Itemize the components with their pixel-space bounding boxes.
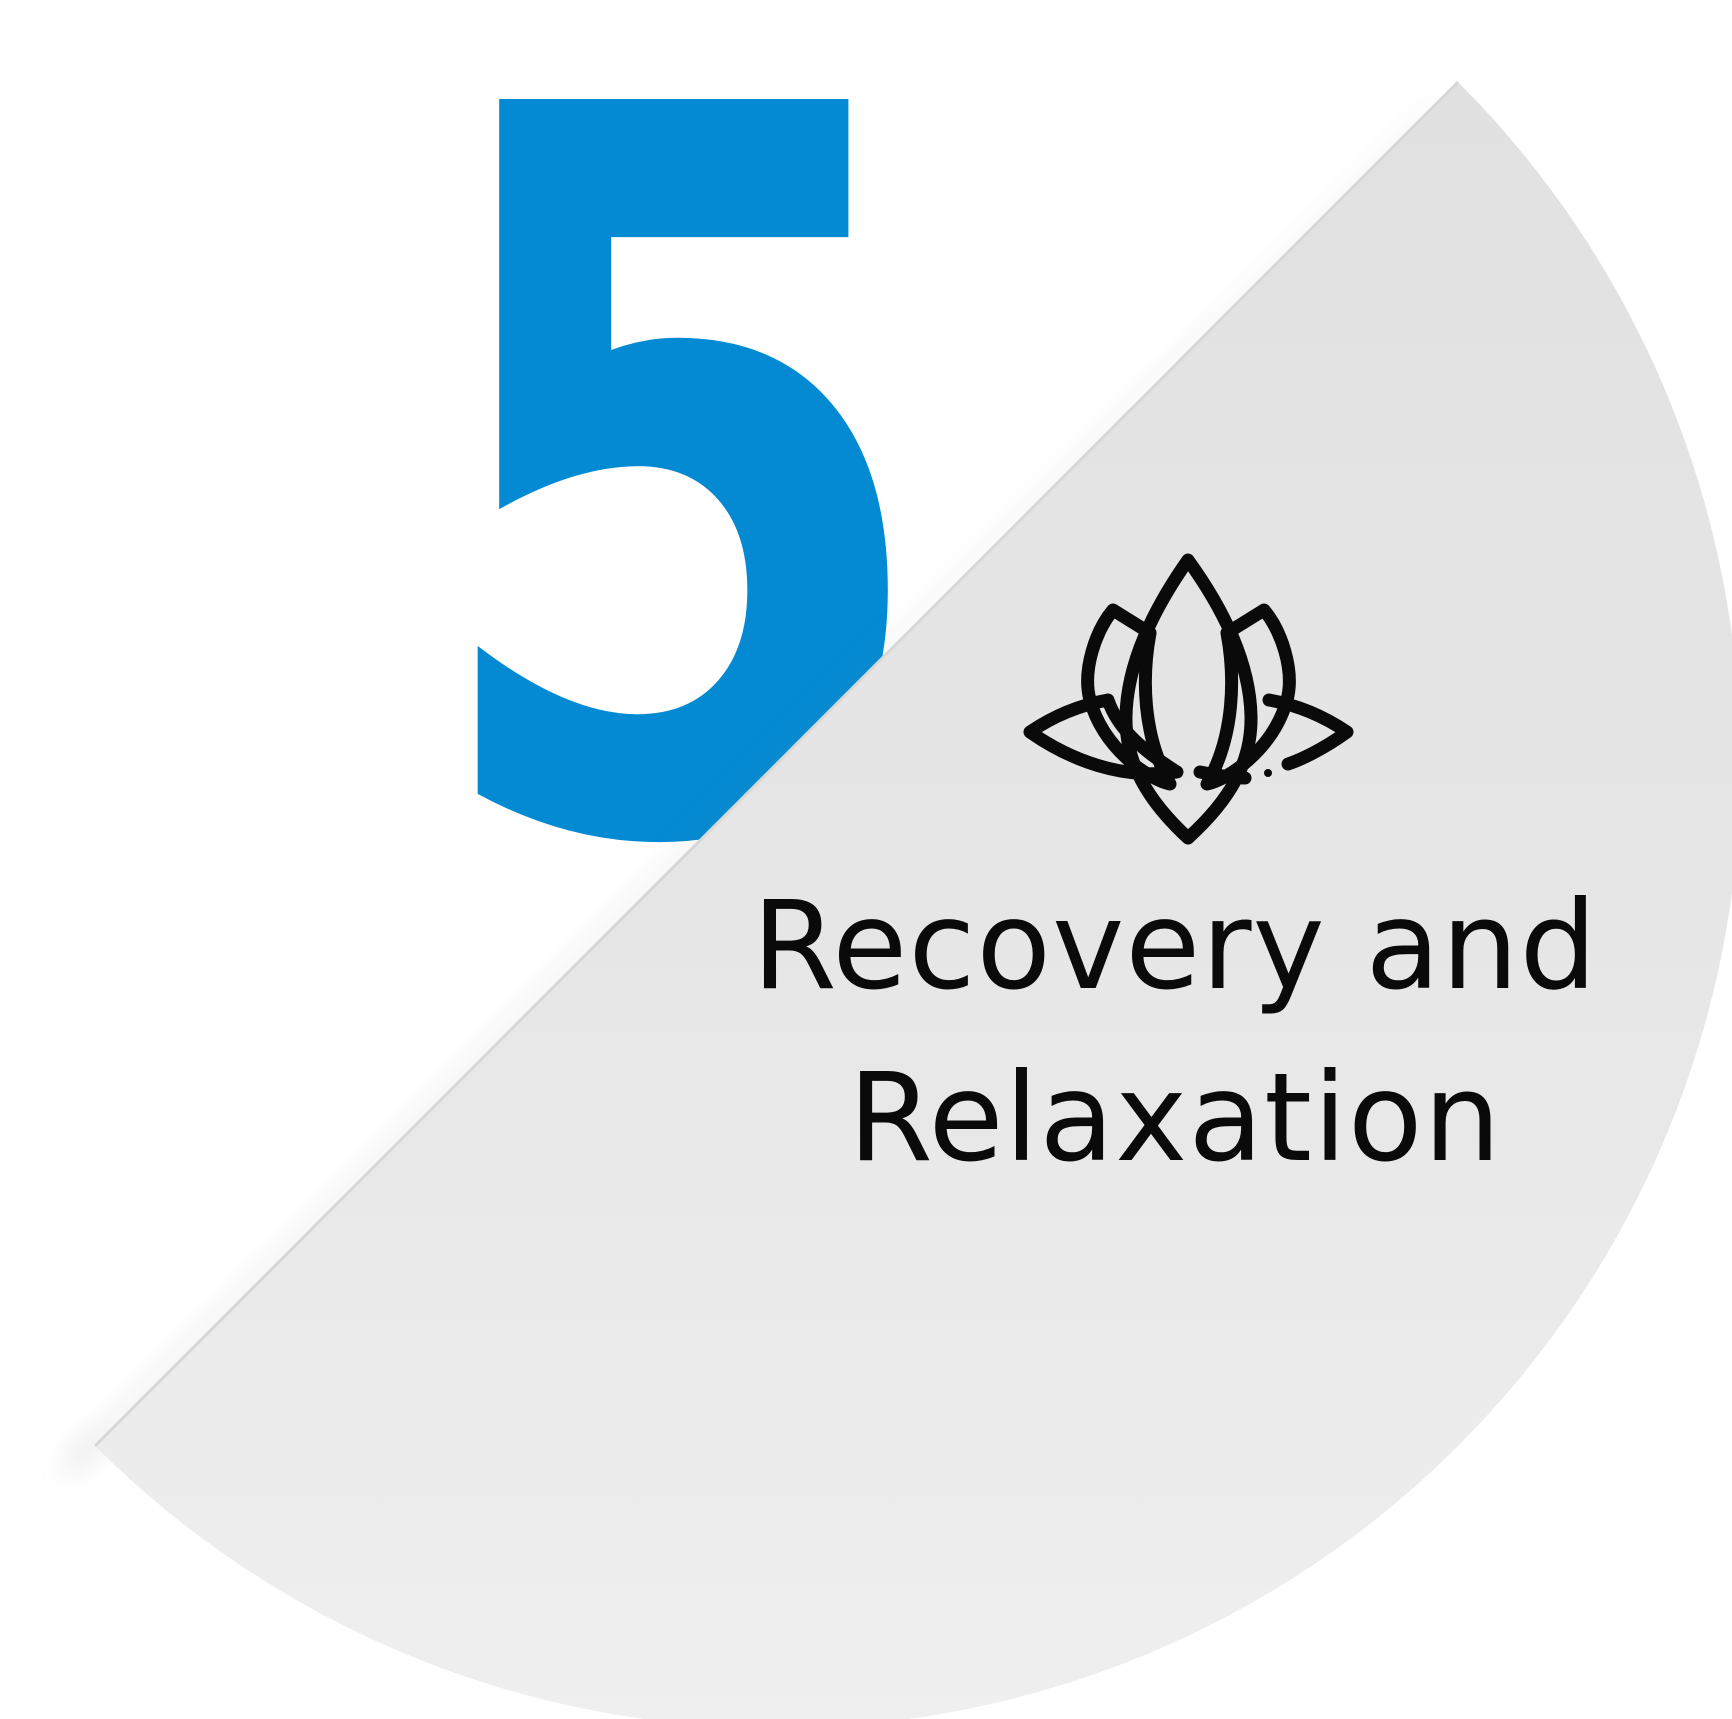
grey-panel	[95, 82, 1732, 1719]
step-title: Recovery and Relaxation	[655, 860, 1695, 1204]
lotus-icon	[1023, 553, 1354, 845]
step-title-line-2: Relaxation	[848, 1047, 1502, 1189]
step-title-line-1: Recovery and	[752, 875, 1598, 1017]
panel-edge	[93, 80, 1460, 1448]
